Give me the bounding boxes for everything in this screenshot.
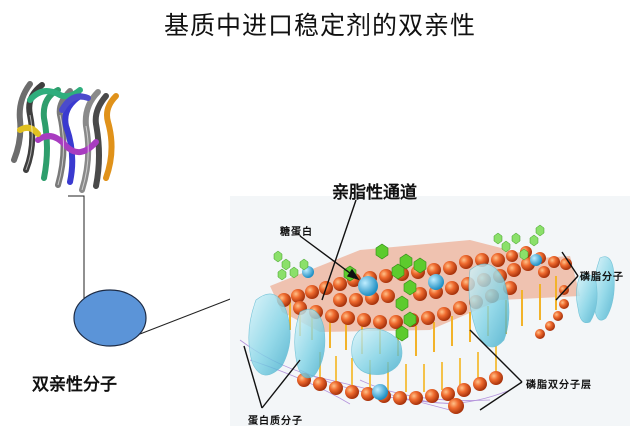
phospholipid-molecule-label: 磷脂分子 [580,268,624,283]
amphiphilic-molecule-label: 双亲性分子 [32,370,117,395]
glycoprotein-label: 糖蛋白 [280,223,313,238]
lipophilic-channel-label: 亲脂性通道 [332,178,417,203]
protein-molecule-label: 蛋白质分子 [248,412,303,427]
phospholipid-bilayer-label: 磷脂双分子层 [526,376,592,391]
protein-structure-image [14,84,116,190]
protein-to-molecule-line [68,196,106,306]
amphiphilic-molecule-shape [74,290,146,346]
